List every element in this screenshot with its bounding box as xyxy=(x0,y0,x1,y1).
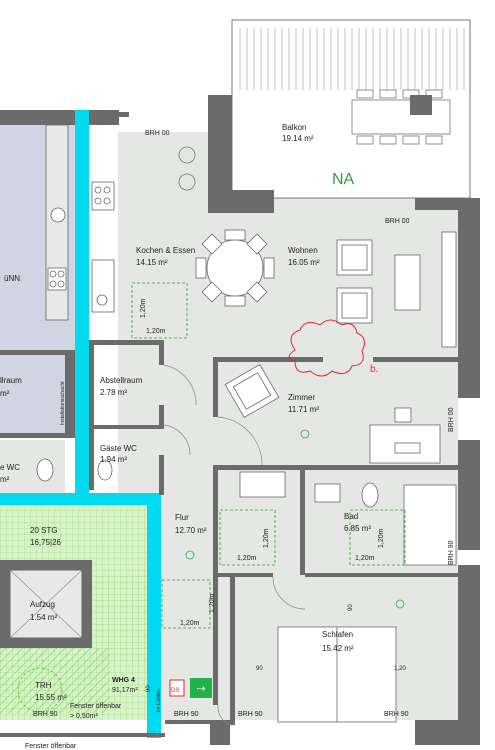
room-kochen: Kochen & Essen xyxy=(136,246,195,255)
room-gaeste-area: 1.94 m² xyxy=(100,455,127,464)
room-gaeste: Gäste WC xyxy=(100,444,137,453)
label-brh-top: BRH 00 xyxy=(145,130,170,137)
label-unit: WHG 4 xyxy=(112,677,135,684)
room-wohnen: Wohnen xyxy=(288,246,318,255)
exit-sign: ⇢ xyxy=(169,678,212,698)
shaft xyxy=(0,110,161,738)
room-balkon: Balkon xyxy=(282,123,306,132)
label-window-bottom: Fenster öffenbar xyxy=(25,743,77,750)
dim-kitchen-h: 1,20m xyxy=(146,328,166,335)
smoke-detectors xyxy=(185,429,405,609)
label-brh-side: BRH 00 xyxy=(448,407,455,432)
room-kochen-area: 14.15 m² xyxy=(136,258,168,267)
label-brh-90-e: BRH 90 xyxy=(448,540,455,565)
room-bad: Bad xyxy=(344,512,358,521)
dining-table xyxy=(195,229,275,307)
room-schlafen-area: 15.42 m² xyxy=(322,644,354,653)
left-label-gnn: üNN xyxy=(4,274,20,283)
stair-hatch xyxy=(0,575,146,713)
dim-flur-v: 1,20m xyxy=(263,528,270,548)
dim-flur2-v: 1,20m xyxy=(209,593,216,613)
svg-text:⇢: ⇢ xyxy=(196,683,205,695)
label-brh-90-c: BRH 90 xyxy=(238,711,263,718)
label-cloud-mark: b. xyxy=(370,364,378,375)
label-brh-90-d: BRH 90 xyxy=(384,711,409,718)
room-zimmer-area: 11.71 m² xyxy=(288,405,319,414)
room-flur-area: 12.70 m² xyxy=(175,526,207,535)
room-aufzug: Aufzug xyxy=(30,600,55,609)
dim-90-a: 90 xyxy=(256,666,263,672)
label-brh-90-a: BRH 90 xyxy=(33,711,58,718)
label-brh-right: BRH 00 xyxy=(385,218,410,225)
room-abstell: Abstellraum xyxy=(100,376,143,385)
label-brh-90-b: BRH 90 xyxy=(174,711,199,718)
room-stg-area: 16,75|26 xyxy=(30,538,62,547)
left-label-raum: llraum xyxy=(0,376,22,385)
dim-bad-h: 1,20m xyxy=(355,555,375,562)
label-install-shaft: Installationsschacht xyxy=(60,381,66,425)
label-na: NA xyxy=(332,171,355,188)
balcony-table xyxy=(351,89,451,145)
dim-90-b: 90 xyxy=(348,604,354,611)
left-label-m2: m² xyxy=(0,389,10,398)
living-furniture xyxy=(336,231,457,348)
room-abstell-area: 2.78 m² xyxy=(100,388,127,397)
room-trh: TRH xyxy=(35,681,52,690)
room-flur: Flur xyxy=(175,513,189,522)
left-label-wc: e WC xyxy=(0,463,20,472)
room-trh-area: 15.55 m² xyxy=(35,693,67,702)
revision-cloud xyxy=(288,319,366,377)
room-wohnen-area: 16.05 m² xyxy=(288,258,320,267)
room-schlafen: Schlafen xyxy=(322,630,353,639)
dim-120-bed: 1,20 xyxy=(394,666,406,672)
walls xyxy=(0,95,480,745)
label-in-lichten: im Lichten xyxy=(156,689,162,712)
balcony-decking xyxy=(239,28,465,90)
label-window-note-2: > 0,50m² xyxy=(70,713,98,720)
bath-fixtures xyxy=(239,471,457,566)
label-unit-area: 91,17m² xyxy=(112,687,138,694)
label-window-note: Fenster öffenbar xyxy=(70,703,122,710)
stove xyxy=(178,146,196,191)
room-bad-area: 6.85 m² xyxy=(344,524,371,533)
room-zimmer: Zimmer xyxy=(288,393,315,402)
room-stg: 20 STG xyxy=(30,526,58,535)
door-swings xyxy=(163,364,306,726)
dim-90-c: 90 xyxy=(146,685,152,692)
room-aufzug-area: 1.54 m² xyxy=(30,613,57,622)
elevator xyxy=(0,560,92,648)
left-label-m2-b: m² xyxy=(0,475,10,484)
dim-kitchen-v: 1,20m xyxy=(140,298,147,318)
dim-bad-v: 1,20m xyxy=(378,528,385,548)
turning-circles xyxy=(131,282,406,629)
dim-flur-h: 1,20m xyxy=(237,555,257,562)
room-balkon-area: 19.14 m² xyxy=(282,134,314,143)
label-ds: DS xyxy=(171,688,179,694)
dim-flur2-h: 1,20m xyxy=(180,620,200,627)
bed xyxy=(277,626,397,723)
left-kitchen xyxy=(36,124,115,482)
zimmer-furniture xyxy=(224,363,441,464)
